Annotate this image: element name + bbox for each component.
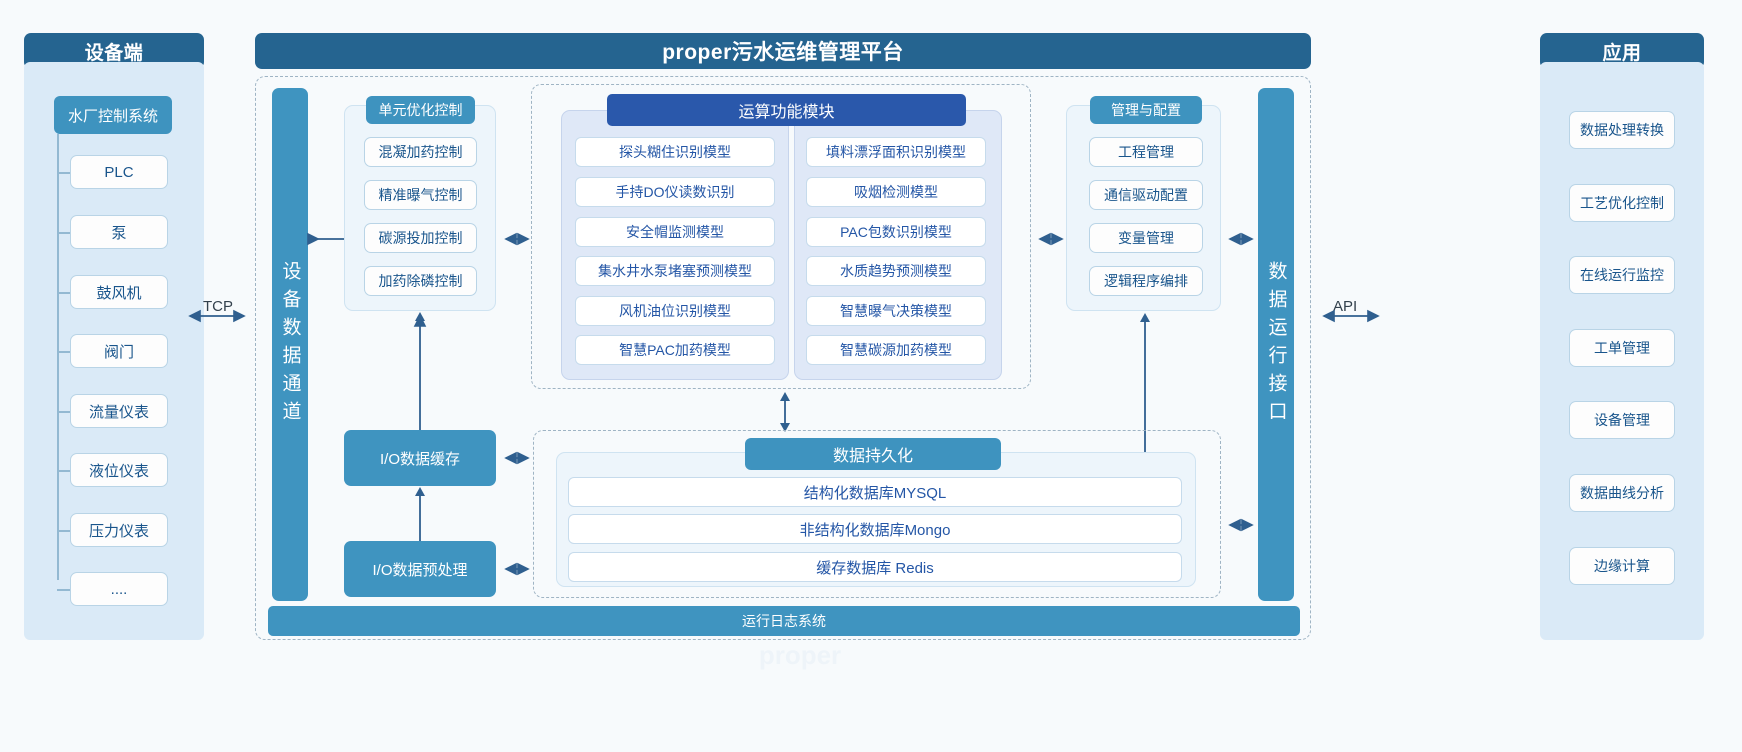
device-tree-stub xyxy=(57,470,70,472)
app-item-curve-analysis[interactable]: 数据曲线分析 xyxy=(1569,474,1675,512)
compute-item-pump-blockage-prediction[interactable]: 集水井水泵堵塞预测模型 xyxy=(575,256,775,286)
management-item-variable[interactable]: 变量管理 xyxy=(1089,223,1203,253)
unit-to-channel-arrow-icon xyxy=(307,232,344,246)
watermark-text: proper xyxy=(758,640,842,670)
device-item-plc[interactable]: PLC xyxy=(70,155,168,189)
device-tree-stub xyxy=(57,292,70,294)
device-data-channel-bar[interactable]: 设备数据通道 xyxy=(272,88,308,601)
device-tree-stub xyxy=(57,411,70,413)
unit-item-phosphorus-removal[interactable]: 加药除磷控制 xyxy=(364,266,477,296)
persistence-item-redis[interactable]: 缓存数据库 Redis xyxy=(568,552,1182,582)
tcp-arrow-icon xyxy=(188,309,246,323)
device-tree-spine xyxy=(57,134,59,580)
app-item-data-processing[interactable]: 数据处理转换 xyxy=(1569,111,1675,149)
device-tree-stub xyxy=(57,589,70,591)
io-data-preprocess-block[interactable]: I/O数据预处理 xyxy=(344,541,496,597)
app-item-equipment-management[interactable]: 设备管理 xyxy=(1569,401,1675,439)
unit-control-title: 单元优化控制 xyxy=(366,96,475,124)
device-item-level-meter[interactable]: 液位仪表 xyxy=(70,453,168,487)
management-title: 管理与配置 xyxy=(1090,96,1202,124)
device-item-valve[interactable]: 阀门 xyxy=(70,334,168,368)
compute-item-smoking-detection[interactable]: 吸烟检测模型 xyxy=(806,177,986,207)
compute-item-filler-floating-area[interactable]: 填料漂浮面积识别模型 xyxy=(806,137,986,167)
preprocess-to-cache-arrow-icon xyxy=(415,487,425,541)
app-item-process-optimization[interactable]: 工艺优化控制 xyxy=(1569,184,1675,222)
platform-title: proper污水运维管理平台 xyxy=(255,33,1311,69)
compute-item-probe-fouling[interactable]: 探头糊住识别模型 xyxy=(575,137,775,167)
unit-item-carbon-dosing[interactable]: 碳源投加控制 xyxy=(364,223,477,253)
log-system-bar[interactable]: 运行日志系统 xyxy=(268,606,1300,636)
app-item-work-order[interactable]: 工单管理 xyxy=(1569,329,1675,367)
management-to-interface-arrow-icon xyxy=(1228,232,1254,246)
app-item-edge-computing[interactable]: 边缘计算 xyxy=(1569,547,1675,585)
persistence-to-interface-arrow-icon xyxy=(1228,518,1254,532)
compute-item-blower-oil-level[interactable]: 风机油位识别模型 xyxy=(575,296,775,326)
compute-item-pac-bag-count[interactable]: PAC包数识别模型 xyxy=(806,217,986,247)
persistence-item-mysql[interactable]: 结构化数据库MYSQL xyxy=(568,477,1182,507)
persistence-title: 数据持久化 xyxy=(745,438,1001,470)
compute-item-helmet-detection[interactable]: 安全帽监测模型 xyxy=(575,217,775,247)
device-item-blower[interactable]: 鼓风机 xyxy=(70,275,168,309)
management-item-driver-config[interactable]: 通信驱动配置 xyxy=(1089,180,1203,210)
compute-modules-title: 运算功能模块 xyxy=(607,94,966,126)
preprocess-to-persistence-arrow-icon xyxy=(504,562,530,576)
io-data-cache-block[interactable]: I/O数据缓存 xyxy=(344,430,496,486)
compute-item-water-quality-trend[interactable]: 水质趋势预测模型 xyxy=(806,256,986,286)
data-run-interface-bar[interactable]: 数据运行接口 xyxy=(1258,88,1294,601)
device-subsystem-header: 水厂控制系统 xyxy=(54,96,172,134)
device-tree-stub xyxy=(57,232,70,234)
cache-to-persistence-arrow-icon xyxy=(504,451,530,465)
compute-to-management-arrow-icon xyxy=(1038,232,1064,246)
compute-modules-boundary xyxy=(531,84,1031,389)
compute-item-smart-aeration-decision[interactable]: 智慧曝气决策模型 xyxy=(806,296,986,326)
compute-item-smart-pac-dosing[interactable]: 智慧PAC加药模型 xyxy=(575,335,775,365)
unit-item-precise-aeration[interactable]: 精准曝气控制 xyxy=(364,180,477,210)
persistence-item-mongo[interactable]: 非结构化数据库Mongo xyxy=(568,514,1182,544)
management-item-logic-program[interactable]: 逻辑程序编排 xyxy=(1089,266,1203,296)
device-item-flow-meter[interactable]: 流量仪表 xyxy=(70,394,168,428)
unit-to-compute-arrow-icon xyxy=(504,232,530,246)
compute-item-handheld-do-reading[interactable]: 手持DO仪读数识别 xyxy=(575,177,775,207)
platform-outer-boundary xyxy=(255,76,1311,640)
device-tree-stub xyxy=(57,351,70,353)
persistence-boundary xyxy=(533,430,1221,598)
device-item-pump[interactable]: 泵 xyxy=(70,215,168,249)
compute-to-persistence-arrow-icon xyxy=(780,392,790,432)
device-item-more[interactable]: .... xyxy=(70,572,168,606)
compute-item-smart-carbon-dosing[interactable]: 智慧碳源加药模型 xyxy=(806,335,986,365)
management-item-project[interactable]: 工程管理 xyxy=(1089,137,1203,167)
device-tree-stub xyxy=(57,530,70,532)
app-item-online-monitoring[interactable]: 在线运行监控 xyxy=(1569,256,1675,294)
unit-item-coagulant-dosing[interactable]: 混凝加药控制 xyxy=(364,137,477,167)
api-arrow-icon xyxy=(1322,309,1380,323)
device-item-pressure-meter[interactable]: 压力仪表 xyxy=(70,513,168,547)
device-tree-stub xyxy=(57,172,70,174)
io-cache-to-unit-arrow-icon xyxy=(413,312,427,430)
